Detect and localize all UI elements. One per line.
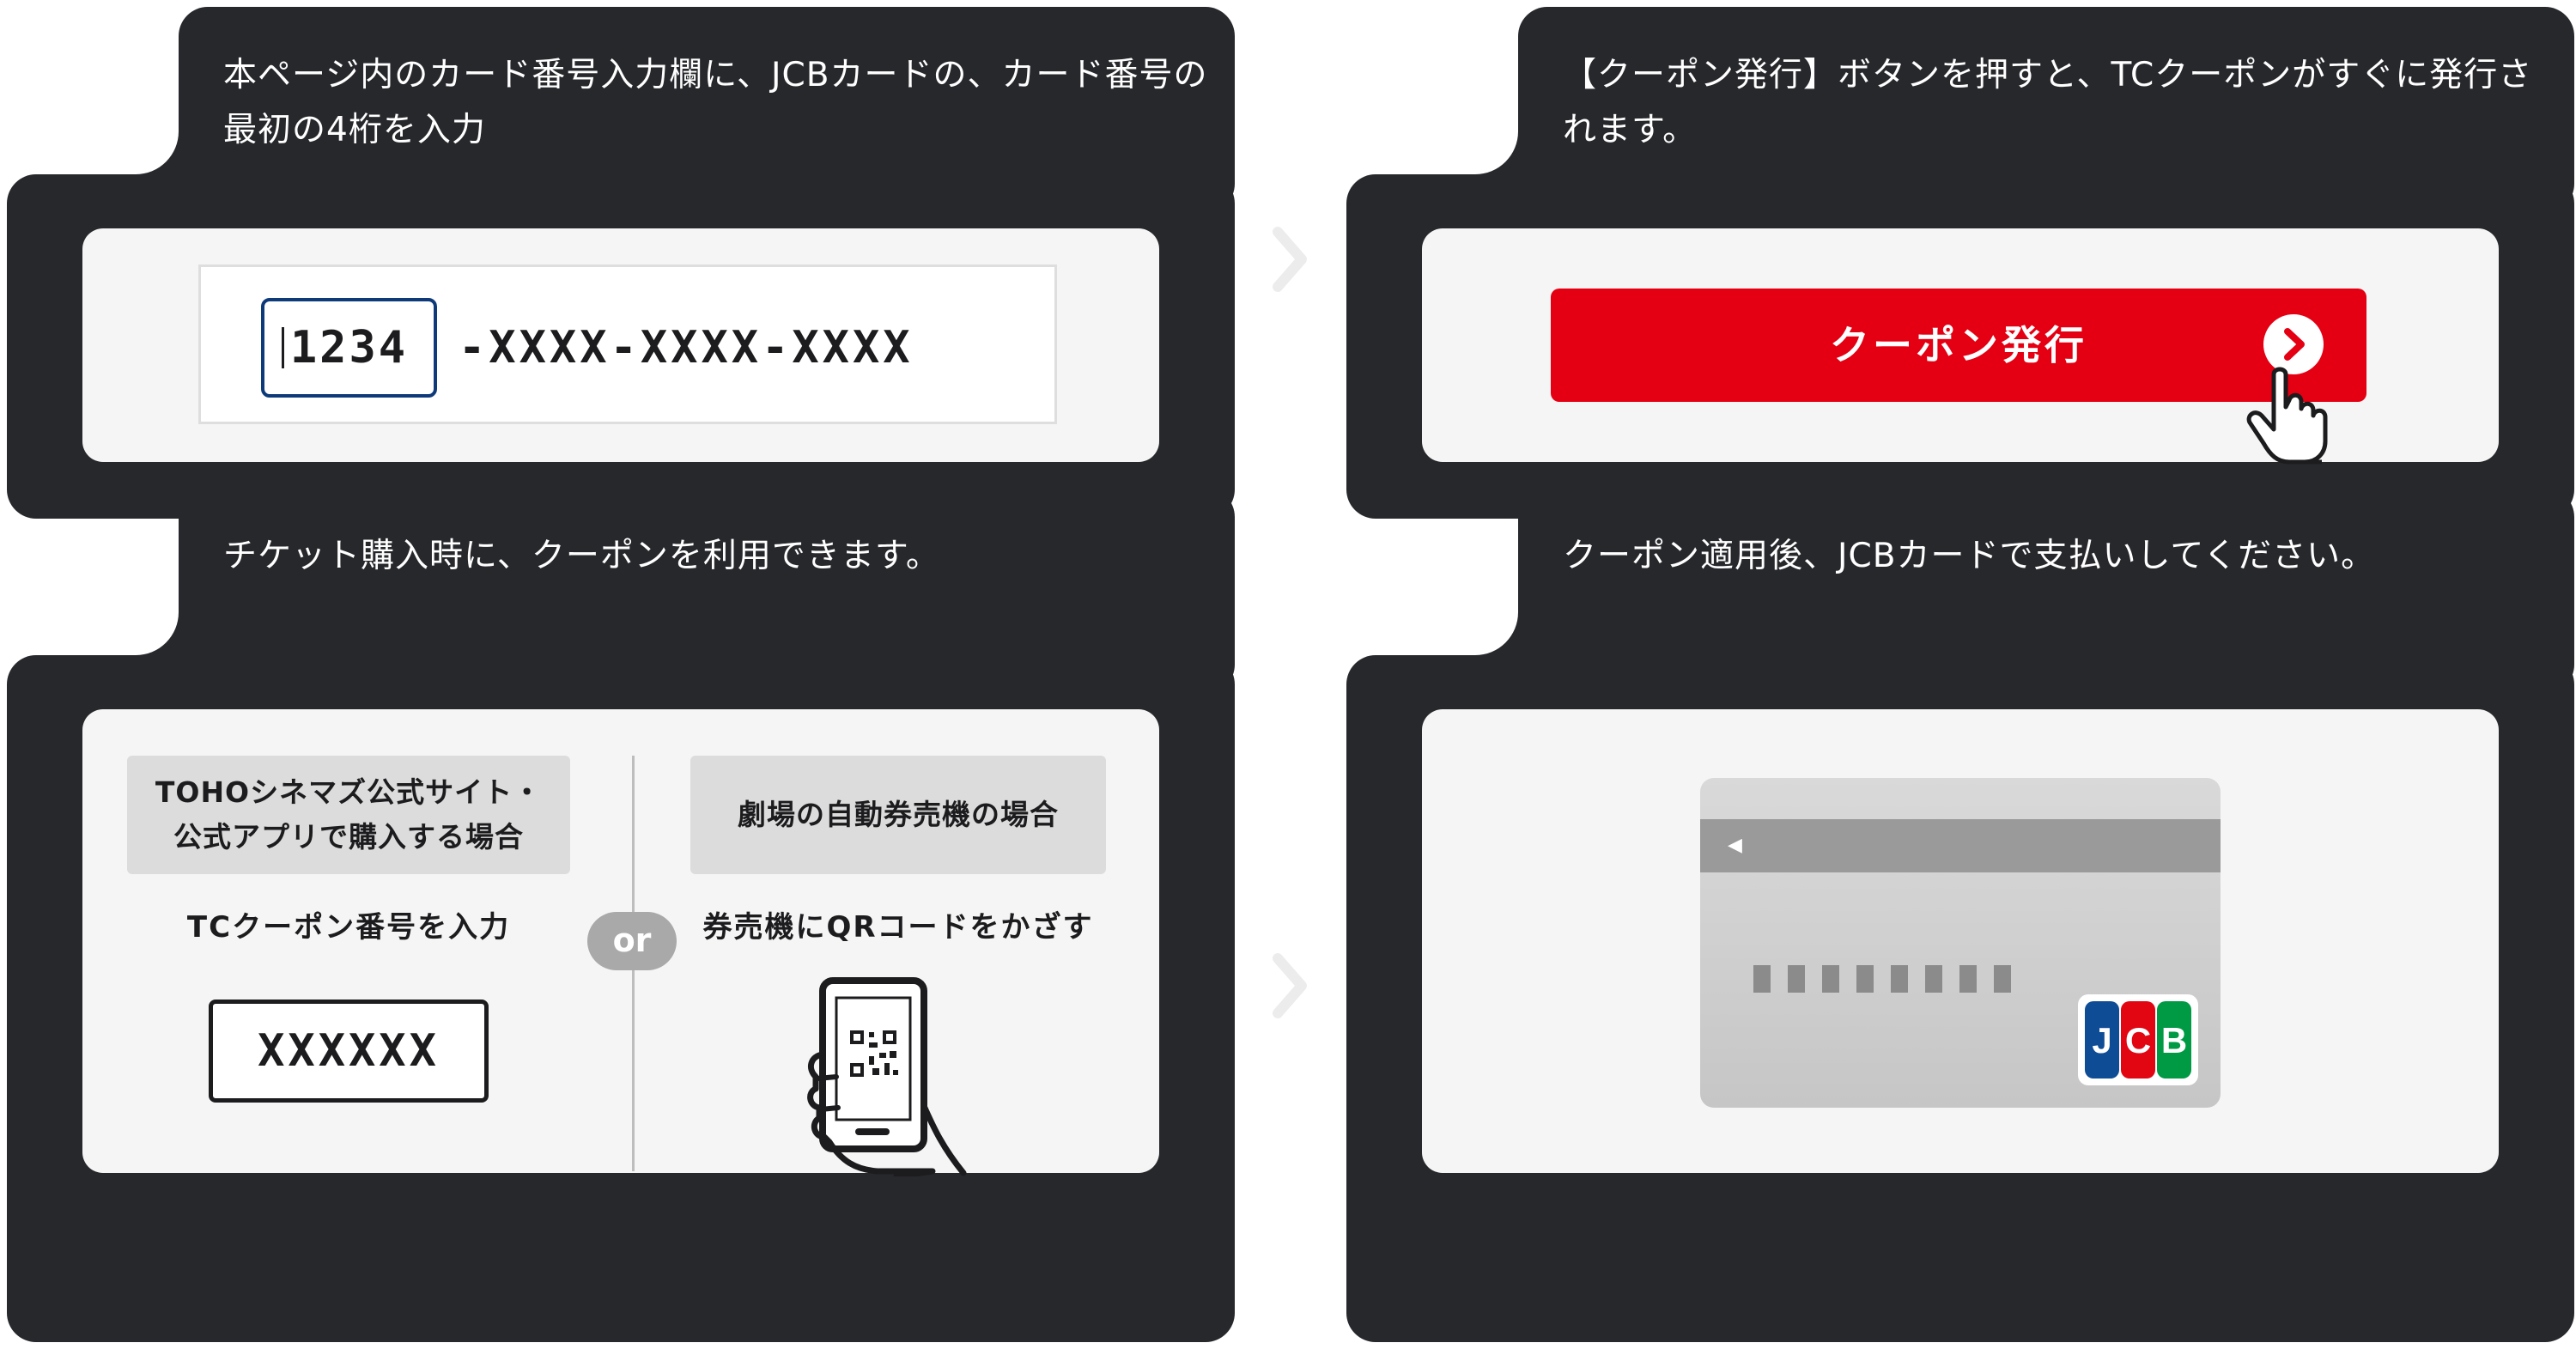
step-4-caption: クーポン適用後、JCBカードで支払いしてください。 [1563, 537, 2376, 575]
step-card-1: 本ページ内のカード番号入力欄に、JCBカードの、カード番号の最初の4桁を入力 1… [7, 7, 1235, 519]
card-number-placeholder [1753, 965, 2011, 993]
phone-qr-icon [807, 977, 967, 1176]
online-heading-line2: 公式アプリで購入する場合 [173, 820, 524, 854]
text-caret [282, 327, 284, 368]
coupon-code-box: XXXXXX [209, 1000, 489, 1103]
step-4-panel: ◀ J C B [1422, 709, 2499, 1173]
hand-pointer-icon [2246, 367, 2328, 465]
chevron-right-icon [1273, 227, 1307, 292]
jcb-letter-j: J [2092, 1020, 2111, 1060]
step-card-3: チケット購入時に、クーポンを利用できます。 TOHOシネマズ公式サイト・ 公式ア… [7, 488, 1235, 1346]
jcb-letter-b: B [2161, 1020, 2187, 1060]
step-1-caption: 本ページ内のカード番号入力欄に、JCBカードの、カード番号の最初の4桁を入力 [223, 56, 1208, 149]
card-number-field: 1234 -XXXX-XXXX-XXXX [198, 264, 1057, 424]
issue-coupon-button[interactable]: クーポン発行 [1551, 289, 2366, 402]
chevron-right-icon [2284, 328, 2305, 361]
chevron-right-icon [1273, 953, 1307, 1018]
card-number-first4-input[interactable]: 1234 [261, 298, 437, 398]
step-card-2: 【クーポン発行】ボタンを押すと、TCクーポンがすぐに発行されます。 クーポン発行 [1346, 7, 2574, 519]
step-3-panel: TOHOシネマズ公式サイト・ 公式アプリで購入する場合 TCクーポン番号を入力 … [82, 709, 1159, 1176]
step-3-caption: チケット購入時に、クーポンを利用できます。 [223, 537, 940, 575]
triangle-left-icon: ◀ [1728, 835, 1742, 856]
online-instruction: TCクーポン番号を入力 [186, 910, 511, 945]
step-2-panel: クーポン発行 [1422, 228, 2499, 465]
card-number-masked-rest: -XXXX-XXXX-XXXX [459, 322, 914, 374]
jcb-credit-card: ◀ J C B [1700, 778, 2221, 1108]
step-2-caption: 【クーポン発行】ボタンを押すと、TCクーポンがすぐに発行されます。 [1563, 56, 2533, 149]
online-heading-line1: TOHOシネマズ公式サイト・ [155, 775, 543, 809]
or-badge: or [587, 912, 677, 970]
kiosk-method-heading: 劇場の自動券売機の場合 [690, 756, 1106, 874]
step-1-panel: 1234 -XXXX-XXXX-XXXX [82, 228, 1159, 462]
card-strip: ◀ [1700, 819, 2221, 872]
step-card-4: クーポン適用後、JCBカードで支払いしてください。 ◀ J C B [1346, 488, 2574, 1346]
jcb-letter-c: C [2125, 1020, 2151, 1060]
card-number-first4-value: 1234 [289, 322, 409, 374]
jcb-logo-icon: J C B [2078, 994, 2198, 1085]
button-arrow-badge [2263, 314, 2324, 374]
kiosk-instruction: 券売機にQRコードをかざす [702, 910, 1094, 945]
online-method-heading: TOHOシネマズ公式サイト・ 公式アプリで購入する場合 [127, 756, 570, 874]
